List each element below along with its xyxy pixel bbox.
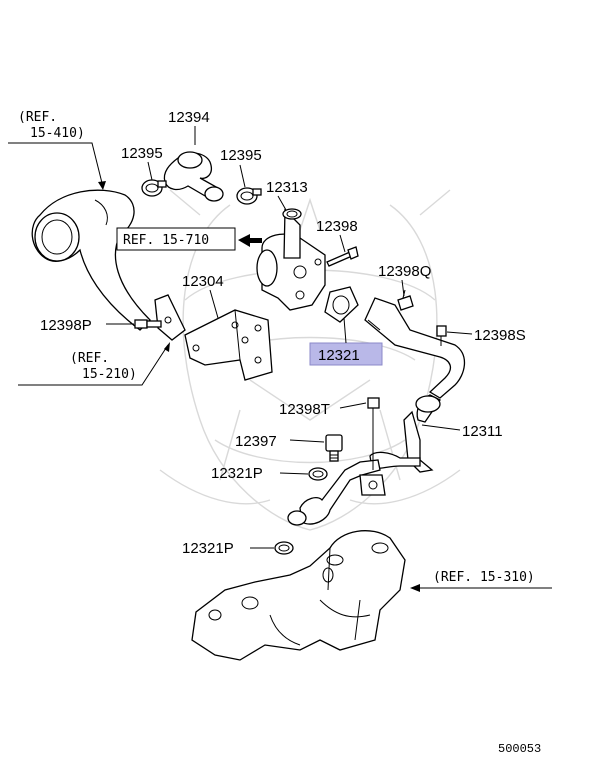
exhaust-manifold (191, 530, 406, 661)
figure-number: 500053 (498, 742, 541, 756)
label-12321: 12321 (318, 347, 360, 364)
label-12398t: 12398T (279, 401, 330, 418)
bolt-12398 (326, 246, 359, 267)
ref-15-410-line2: 15-410) (30, 126, 85, 141)
gasket-12321p-upper (308, 467, 328, 481)
label-12397: 12397 (235, 433, 277, 450)
label-12311: 12311 (462, 423, 503, 440)
ref-15-710-callout: REF. 15-710 (116, 227, 262, 251)
label-12398p: 12398P (40, 317, 92, 334)
label-12304: 12304 (182, 273, 224, 290)
watermark-emblem (159, 189, 461, 531)
label-12398q: 12398Q (378, 263, 431, 280)
label-12398: 12398 (316, 218, 358, 235)
ref-15-410-line1: (REF. (18, 110, 57, 125)
label-12394: 12394 (168, 109, 210, 126)
gasket-12321 (324, 286, 359, 323)
ref-15-210-callout: (REF. 15-210) (18, 342, 170, 386)
ref-15-310-label: (REF. 15-310) (433, 570, 535, 585)
sensor-12397 (325, 434, 343, 462)
intake-hose (31, 189, 151, 331)
bolt-12398p (134, 319, 162, 329)
ref-15-210-line2: 15-210) (82, 367, 137, 382)
ref-15-210-line1: (REF. (70, 351, 109, 366)
bolt-12398s (436, 325, 447, 346)
part-labels: 12394 12395 12395 12313 12398 12398Q 123… (40, 109, 526, 557)
hose-12394 (163, 151, 224, 202)
clamp-12395-left (141, 179, 167, 197)
label-12395-left: 12395 (121, 145, 163, 162)
egr-valve-12313 (256, 208, 326, 311)
label-12321p-upper: 12321P (211, 465, 263, 482)
egr-pipe-12311 (364, 297, 466, 473)
ref-15-310-callout: (REF. 15-310) (410, 570, 552, 592)
bolt-12398t (367, 397, 380, 470)
label-12313: 12313 (266, 179, 308, 196)
ref-15-710-label: REF. 15-710 (123, 233, 209, 248)
label-12321p-lower: 12321P (182, 540, 234, 557)
small-bracket (154, 294, 186, 341)
clamp-12395-right (236, 187, 262, 205)
ref-15-410-callout: (REF. 15-410) (8, 110, 106, 190)
label-12398s: 12398S (474, 327, 526, 344)
bolt-12398q (397, 289, 414, 311)
label-12395-right: 12395 (220, 147, 262, 164)
bracket-12304 (184, 309, 273, 381)
gasket-12321p-lower (274, 541, 294, 555)
egr-pipe-lower (287, 459, 386, 526)
